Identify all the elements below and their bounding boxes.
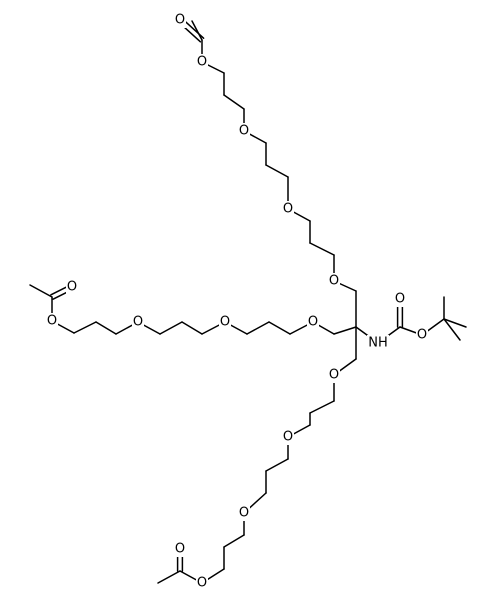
atom-label-o-bottom-ester-carbonyl: O: [175, 542, 185, 557]
single-bond: [333, 326, 357, 335]
atom-label-o-top-ester: O: [197, 55, 207, 70]
atom-label-o-top-ether-3: O: [329, 274, 339, 289]
single-bond: [73, 321, 97, 334]
single-bond: [29, 284, 53, 298]
single-bond: [309, 400, 335, 414]
atom-label-background: [328, 367, 340, 383]
atom-label-o-left-ester: O: [47, 314, 57, 329]
single-bond: [223, 534, 245, 548]
atom-label-background: [282, 429, 294, 445]
atom-label-o-left-ether-2: O: [220, 315, 230, 330]
single-bond: [443, 318, 467, 328]
atom-label-background: [307, 314, 319, 330]
atom-label-background: [174, 12, 186, 28]
atom-label-background: [394, 291, 406, 307]
atom-label-nh: NH: [368, 336, 388, 351]
atom-label-o-boc-ester: O: [417, 328, 427, 343]
single-bond: [443, 318, 461, 341]
single-bond: [191, 20, 203, 41]
single-bond: [159, 321, 183, 335]
single-bond: [95, 321, 117, 335]
single-bond: [309, 242, 335, 256]
atom-label-background: [238, 123, 250, 139]
single-bond: [223, 94, 245, 110]
atom-label-background: [196, 54, 208, 70]
atom-label-background: [66, 279, 78, 295]
atom-label-o-bottom-ether-2: O: [283, 430, 293, 445]
atom-label-background: [238, 505, 250, 521]
atom-label-o-bottom-ester: O: [197, 576, 207, 591]
atom-label-o-bottom-ether-1: O: [239, 506, 249, 521]
atom-label-background: [219, 314, 231, 330]
single-bond: [265, 458, 289, 472]
atom-label-o-top-ester-carbonyl: O: [175, 13, 185, 28]
atom-label-o-top-ether-1: O: [239, 124, 249, 139]
atom-label-background: [174, 541, 186, 557]
single-bond: [265, 164, 289, 178]
atom-label-background: [328, 273, 340, 289]
atom-label-background: [132, 314, 144, 330]
atom-label-o-top-ether-2: O: [283, 202, 293, 217]
single-bond: [246, 321, 270, 335]
atom-label-background: [196, 575, 208, 591]
single-bond: [268, 321, 291, 335]
atom-label-background: [282, 201, 294, 217]
atom-label-background: [367, 335, 389, 351]
atom-label-o-left-ether-3: O: [308, 315, 318, 330]
atom-label-o-boc-carbonyl: O: [395, 292, 405, 307]
atom-label-o-left-ether-1: O: [133, 315, 143, 330]
atom-label-o-left-ester-carbonyl: O: [67, 280, 77, 295]
atom-label-background: [46, 313, 58, 329]
atom-label-background: [416, 327, 428, 343]
atom-layer: O O O O O O O O O O NH O O O O O O O: [46, 12, 428, 591]
single-bond: [157, 570, 181, 584]
atom-label-o-bottom-ether-3: O: [329, 368, 339, 383]
single-bond: [181, 321, 203, 335]
